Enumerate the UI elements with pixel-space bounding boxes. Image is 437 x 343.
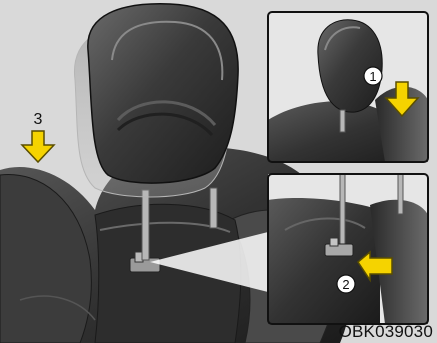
inset-step2 — [268, 174, 428, 324]
main-headrest — [88, 4, 238, 183]
step-label-1: 1 — [369, 69, 376, 84]
headrest-post-left — [142, 190, 149, 260]
figure-code: OBK039030 — [339, 322, 433, 342]
step-label-2: 2 — [342, 277, 349, 292]
step-badge-1: 1 — [364, 67, 382, 85]
step-badge-2: 2 — [337, 275, 355, 293]
headrest-post-right — [210, 188, 217, 228]
release-button — [325, 244, 353, 256]
step-label-3: 3 — [34, 111, 43, 128]
